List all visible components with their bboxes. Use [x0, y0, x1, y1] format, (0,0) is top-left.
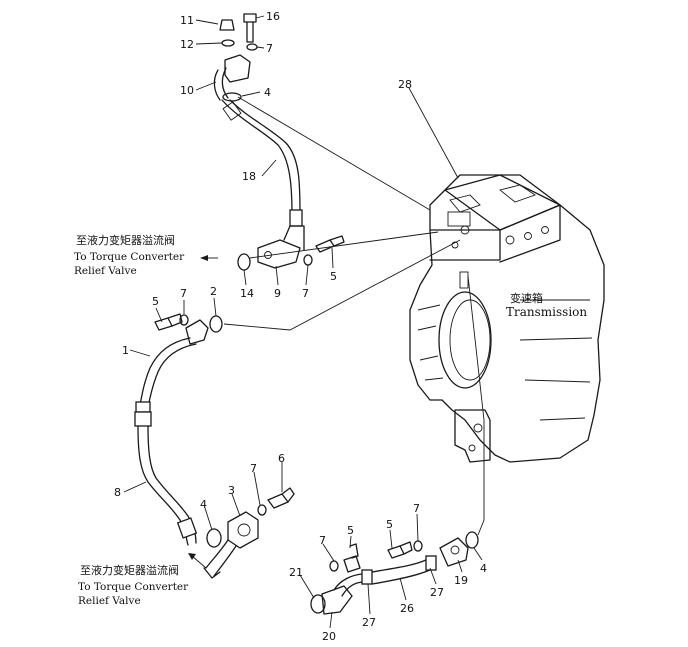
lower-right-hose-assembly: [310, 531, 479, 615]
part-num: 4: [480, 562, 487, 575]
lower-left-fitting: [203, 487, 295, 579]
part-num: 9: [274, 287, 281, 300]
part-num: 12: [180, 38, 194, 51]
part-num: 1: [122, 344, 129, 357]
elbow-fitting-group: [237, 225, 345, 271]
part-num: 5: [152, 295, 159, 308]
part-num: 5: [386, 518, 393, 531]
transmission-housing: [409, 174, 605, 463]
relief-valve-lower-en2: Relief Valve: [78, 595, 141, 607]
part-num: 18: [242, 170, 256, 183]
relief-valve-upper-en1: To Torque Converter: [74, 251, 185, 263]
part-num: 27: [430, 586, 444, 599]
relief-valve-lower-en1: To Torque Converter: [78, 581, 189, 593]
part-num: 7: [180, 287, 187, 300]
part-num: 7: [302, 287, 309, 300]
part-num: 8: [114, 486, 121, 499]
part-num: 5: [330, 270, 337, 283]
part-num: 5: [347, 524, 354, 537]
part-num: 14: [240, 287, 254, 300]
part-num: 7: [413, 502, 420, 515]
upper-hose-assembly: [213, 13, 303, 227]
part-num: 21: [289, 566, 303, 579]
part-num: 27: [362, 616, 376, 629]
transmission-label-cn: 变速箱: [510, 291, 543, 305]
part-num: 2: [210, 285, 217, 298]
part-num: 28: [398, 78, 412, 91]
part-num: 20: [322, 630, 336, 643]
relief-valve-upper-cn: 至液力变矩器溢流阀: [76, 233, 175, 247]
transmission-label-en: Transmission: [506, 305, 587, 319]
part-number-labels: 11 16 12 7 10 4 28 18 14 9 7 5 5 7 2 1 8…: [114, 10, 487, 643]
part-num: 19: [454, 574, 468, 587]
part-num: 7: [250, 462, 257, 475]
callout-labels: 至液力变矩器溢流阀 To Torque Converter Relief Val…: [74, 233, 587, 607]
part-num: 4: [264, 86, 271, 99]
part-num: 3: [228, 484, 235, 497]
part-num: 26: [400, 602, 414, 615]
part-num: 6: [278, 452, 285, 465]
leader-lines: [123, 15, 485, 629]
part-num: 16: [266, 10, 280, 23]
part-num: 11: [180, 14, 194, 27]
part-num: 7: [319, 534, 326, 547]
part-num: 7: [266, 42, 273, 55]
relief-valve-upper-en2: Relief Valve: [74, 265, 137, 277]
part-num: 4: [200, 498, 207, 511]
relief-valve-lower-cn: 至液力变矩器溢流阀: [80, 563, 179, 577]
part-num: 10: [180, 84, 194, 97]
middle-pipe-assembly: [134, 313, 223, 546]
